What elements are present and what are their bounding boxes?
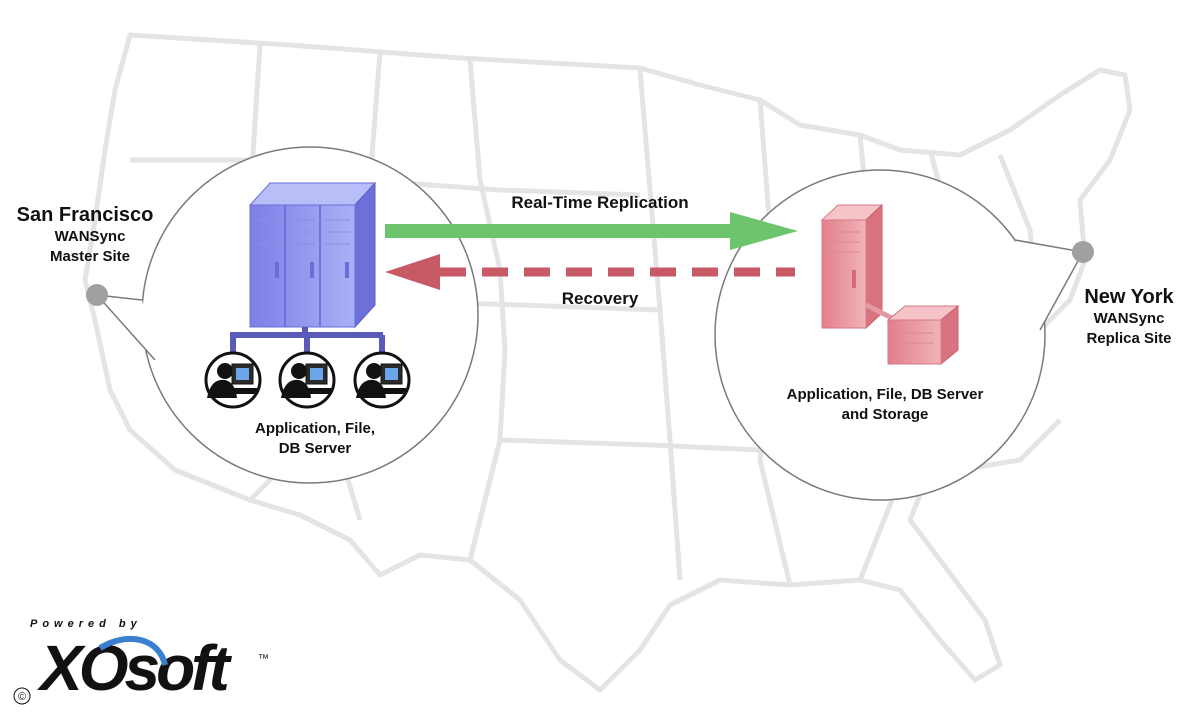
- user-workstations: [204, 351, 411, 409]
- replica-server-icon: [820, 203, 884, 330]
- replication-label: Real-Time Replication: [511, 193, 689, 212]
- master-server-rack-icon: [248, 181, 377, 329]
- new-york-pin-icon: [1072, 241, 1094, 263]
- xosoft-logo: Powered by XOsoft ™ ©: [13, 618, 269, 705]
- recovery-label: Recovery: [561, 289, 639, 308]
- replica-role-label: Replica Site: [1086, 330, 1172, 347]
- logo-text: XOsoft: [37, 632, 232, 704]
- replica-city-label: New York: [1084, 286, 1174, 308]
- replica-site-bubble: [714, 169, 1094, 501]
- san-francisco-pin-icon: [86, 284, 108, 306]
- powered-by-text: Powered by: [30, 618, 142, 630]
- master-city-label: San Francisco: [16, 204, 154, 226]
- user-workstation-icon: [353, 351, 411, 409]
- replica-product-label: WANSync: [1093, 310, 1165, 327]
- replica-server-caption-1: Application, File, DB Server: [786, 386, 984, 403]
- master-role-label: Master Site: [49, 248, 131, 265]
- replication-arrow-shaft: [385, 224, 735, 238]
- replica-storage-icon: [864, 302, 960, 366]
- copyright-symbol: ©: [18, 691, 26, 703]
- recovery-arrow-head: [385, 254, 440, 290]
- trademark-symbol: ™: [258, 653, 269, 665]
- recovery-arrow: [385, 254, 795, 290]
- master-server-caption-1: Application, File,: [254, 420, 375, 437]
- master-server-caption-2: DB Server: [278, 440, 352, 457]
- copyright-badge: [13, 687, 31, 705]
- replication-arrow: [385, 212, 798, 250]
- logo-swoosh-icon: [98, 636, 168, 666]
- replication-arrow-head: [730, 212, 798, 250]
- master-product-label: WANSync: [54, 228, 126, 245]
- user-workstation-icon: [278, 351, 336, 409]
- user-workstation-icon: [204, 351, 262, 409]
- replica-server-caption-2: and Storage: [841, 406, 929, 423]
